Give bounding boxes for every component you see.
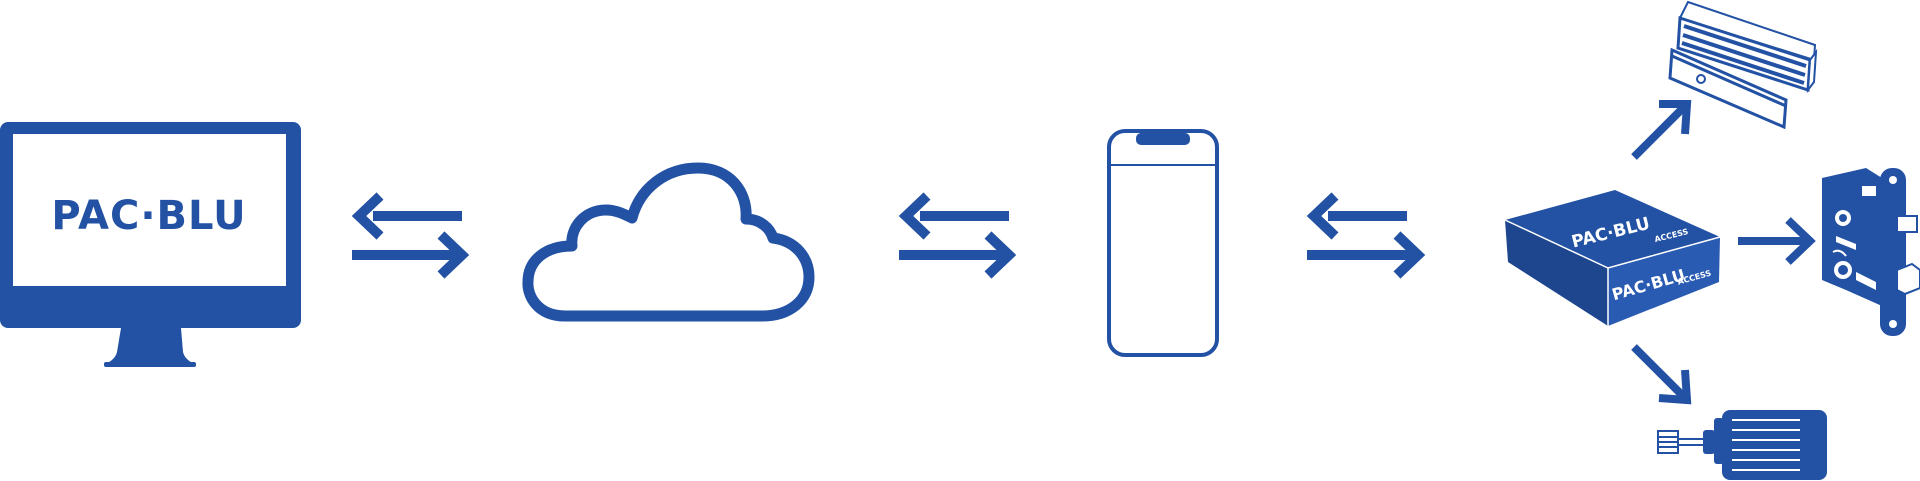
magnetic-lock-icon bbox=[1668, 0, 1818, 130]
access-controller-icon: PAC·BLU ACCESS PAC·BLU ACCESS bbox=[1504, 190, 1721, 326]
arrow-right-icon bbox=[1738, 217, 1816, 265]
bidirectional-arrows-icon bbox=[351, 192, 470, 279]
mortise-lock-icon bbox=[1822, 168, 1920, 336]
cloud-icon bbox=[522, 162, 815, 322]
electric-strike-icon bbox=[1657, 410, 1827, 480]
monitor-logo-text: PAC·BLU bbox=[51, 193, 246, 239]
smartphone-icon bbox=[1107, 129, 1219, 357]
arrow-up-right-icon bbox=[1631, 100, 1692, 160]
bidirectional-arrows-icon bbox=[1306, 192, 1426, 279]
arrow-down-right-icon bbox=[1631, 344, 1692, 405]
bidirectional-arrows-icon bbox=[898, 192, 1017, 279]
desktop-monitor-icon: PAC·BLU bbox=[0, 122, 301, 367]
